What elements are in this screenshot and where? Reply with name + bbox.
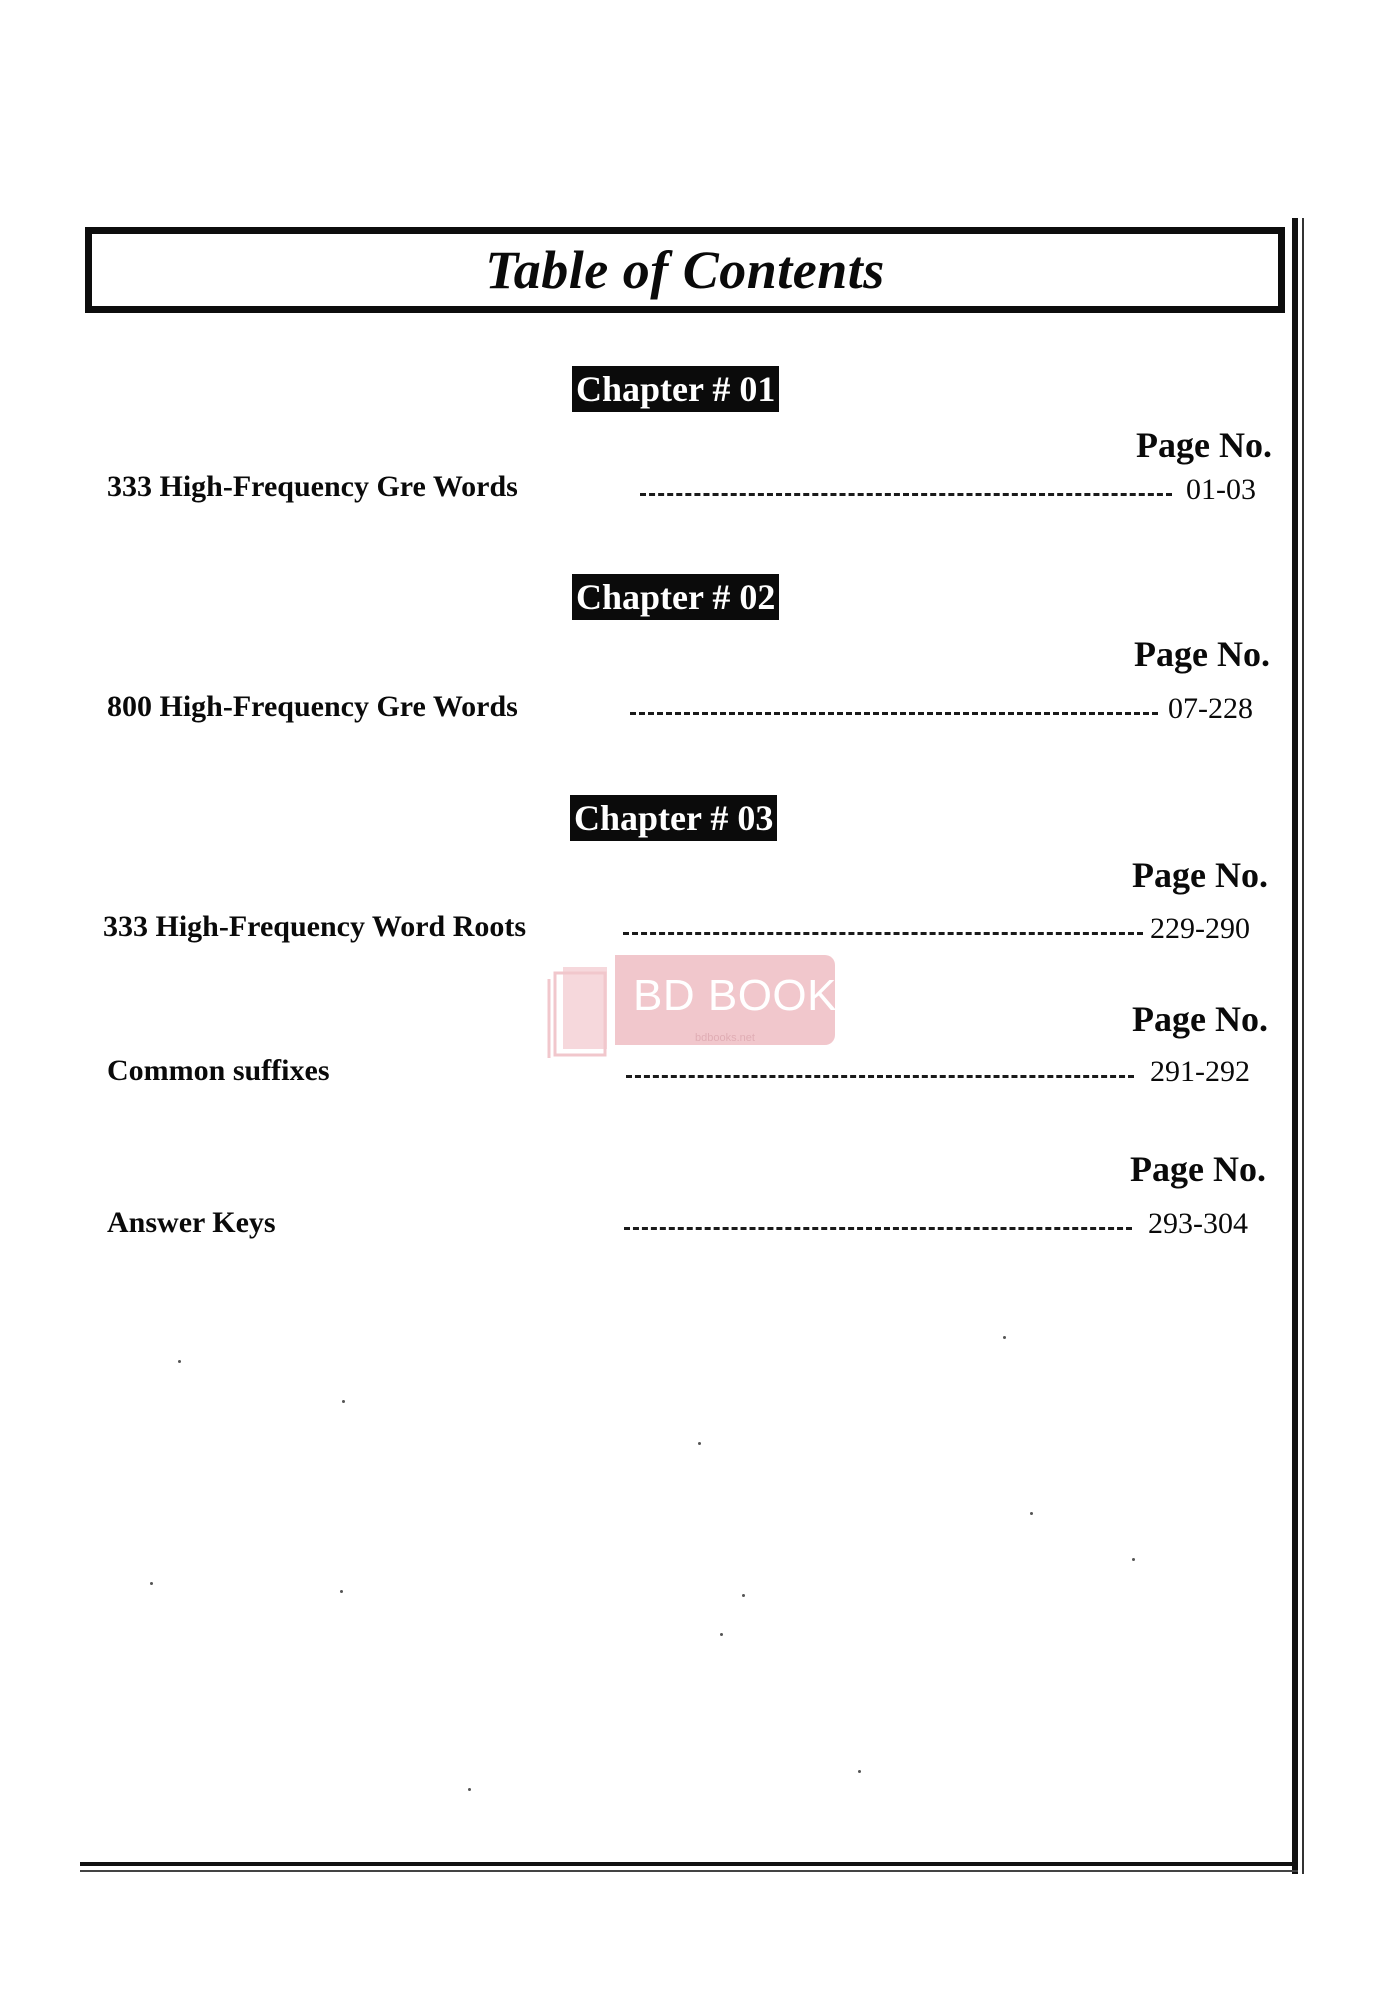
scan-speck [1030,1512,1033,1515]
dotted-leader-3 [623,932,1143,935]
entry-pages-2: 07-228 [1168,692,1253,725]
scan-speck [1003,1336,1006,1339]
entry-title-2: 800 High-Frequency Gre Words [107,690,518,723]
chapter-02-badge: Chapter # 02 [572,574,780,620]
page-no-label-5: Page No. [1130,1149,1266,1189]
scan-speck [468,1788,471,1791]
scan-speck [178,1360,181,1363]
watermark-site: bdbooks.net [695,1032,755,1044]
page-frame-bottom-border [80,1862,1298,1866]
entry-pages-4: 291-292 [1150,1055,1250,1088]
entry-title-5: Answer Keys [107,1206,276,1239]
scan-speck [150,1582,153,1585]
scan-speck [720,1633,723,1636]
scan-speck [858,1770,861,1773]
entry-title-1: 333 High-Frequency Gre Words [107,470,518,503]
dotted-leader-1 [640,493,1172,496]
entry-pages-5: 293-304 [1148,1207,1248,1240]
scan-speck [742,1594,745,1597]
title-box: Table of Contents [85,227,1285,313]
scan-speck [698,1442,701,1445]
entry-title-3: 333 High-Frequency Word Roots [103,910,527,943]
chapter-01-badge: Chapter # 01 [572,366,780,412]
entry-pages-3: 229-290 [1150,912,1250,945]
chapter-03-badge: Chapter # 03 [570,795,778,841]
scan-speck [342,1400,345,1403]
page-frame-right-inner-line [1302,218,1304,1874]
page-title: Table of Contents [485,240,885,300]
dotted-leader-5 [624,1227,1132,1230]
page-frame-bottom-inner-line [80,1870,1298,1872]
entry-title-4: Common suffixes [107,1054,330,1087]
dotted-leader-4 [626,1075,1134,1078]
page-frame-right-border [1292,218,1298,1874]
scan-speck [340,1590,343,1593]
scan-speck [1132,1558,1135,1561]
page-no-label-3: Page No. [1132,855,1268,895]
watermark-panel [615,955,835,1045]
bd-books-watermark: BD BOOKS bdbooks.net [545,955,866,1060]
open-book-icon [547,967,607,1058]
dotted-leader-2 [630,712,1158,715]
watermark-brand: BD BOOKS [633,971,867,1020]
page-no-label-4: Page No. [1132,999,1268,1039]
entry-pages-1: 01-03 [1186,473,1256,506]
page-no-label-2: Page No. [1134,634,1270,674]
page-no-label-1: Page No. [1136,425,1272,465]
